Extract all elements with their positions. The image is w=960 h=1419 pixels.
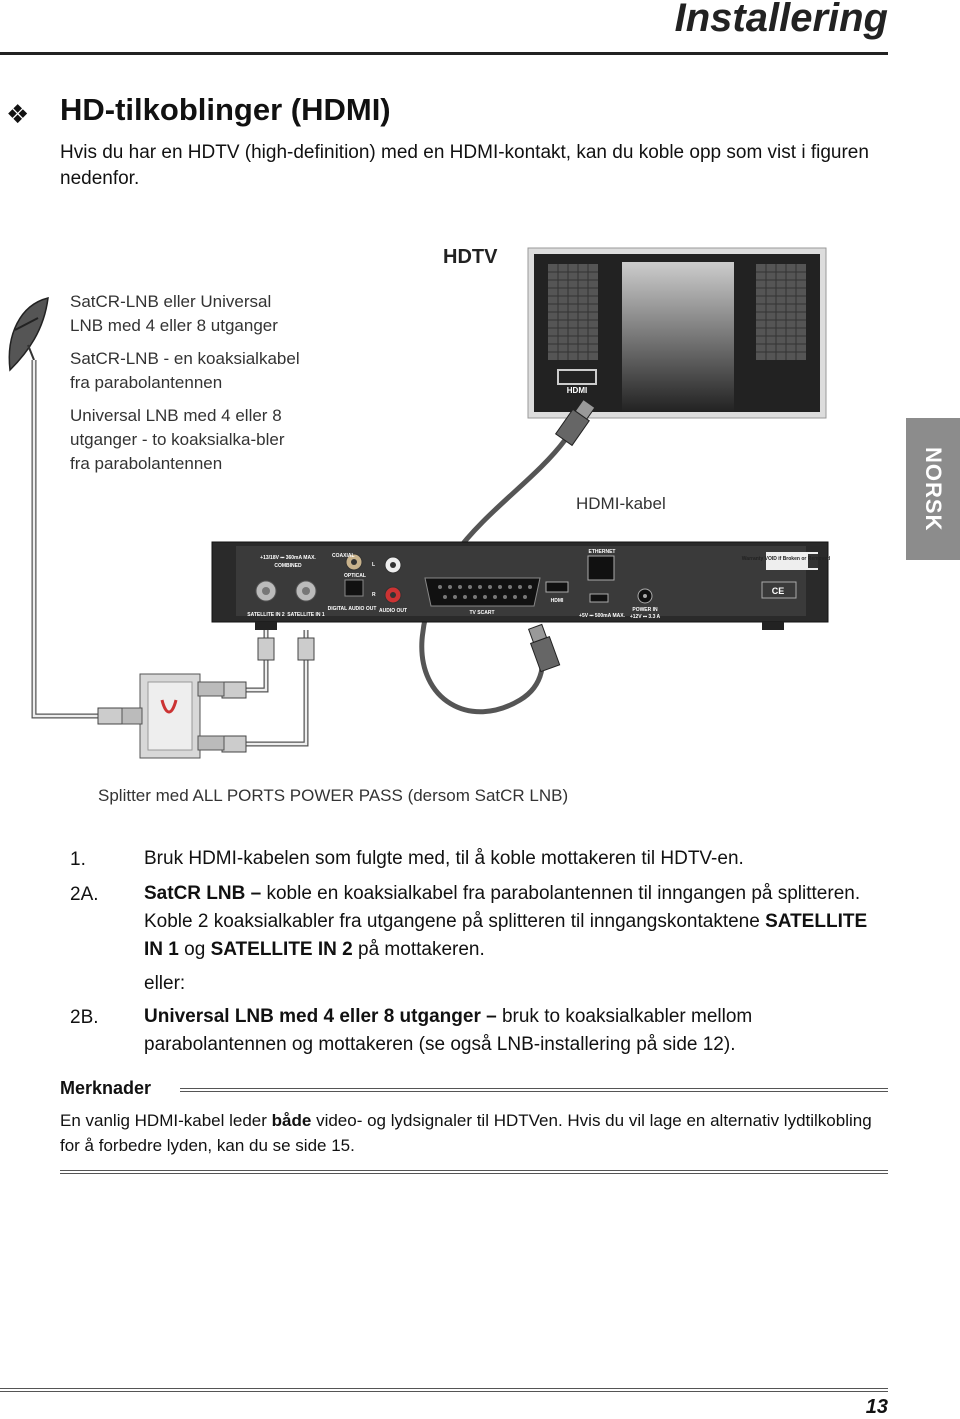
step-text: SatCR LNB – koble en koaksialkabel fra p… — [144, 880, 884, 964]
panel-hdmi: HDMI — [551, 598, 564, 604]
panel-warranty: Warranty VOID if Broken or Removed — [742, 556, 830, 562]
splitter-caption: Splitter med ALL PORTS POWER PASS (derso… — [98, 786, 569, 805]
hdmi-cable-label: HDMI-kabel — [576, 494, 666, 513]
step-1-text: Bruk HDMI-kabelen som fulgte med, til å … — [144, 848, 744, 869]
notes-bottom-rule — [60, 1170, 888, 1174]
step-2a-bold3: SATELLITE IN 2 — [210, 939, 353, 960]
step-text: Bruk HDMI-kabelen som fulgte med, til å … — [144, 845, 884, 873]
hdtv-illustration — [527, 247, 827, 419]
connection-diagram: HDMI — [8, 247, 830, 759]
hdtv-label: HDTV — [443, 246, 498, 268]
chapter-title: Installering — [674, 0, 888, 40]
step-number: 1. — [70, 849, 86, 870]
tv-hdmi-port-label: HDMI — [567, 386, 587, 395]
panel-combined: COMBINED — [274, 563, 302, 569]
page-number: 13 — [865, 1396, 888, 1418]
intro-paragraph: Hvis du har en HDTV (high-definition) me… — [60, 142, 869, 189]
step-or: eller: — [144, 973, 186, 994]
step-2a-bold2: SATELLITE IN 1 — [144, 911, 868, 960]
lnb-note: Universal LNB med 4 eller 8 utganger - t… — [70, 406, 285, 473]
step-number: 2B. — [70, 1007, 99, 1028]
step-2b-text: bruk to koaksialkabler mellom parabolant… — [144, 1006, 753, 1055]
diamond-bullet-icon: ❖ — [6, 100, 30, 130]
lnb-notes: SatCR-LNB eller Universal LNB med 4 elle… — [70, 290, 300, 485]
satellite-dish-icon — [8, 297, 49, 372]
splitter-illustration — [121, 673, 225, 759]
hdmi-plug-top-icon — [554, 398, 596, 447]
panel-coaxial: COAXIAL — [332, 553, 355, 559]
panel-usb: +5V ⎓ 500mA MAX. — [579, 613, 626, 619]
panel-ethernet: ETHERNET — [589, 549, 616, 555]
notes-rule — [180, 1088, 888, 1092]
step-text: Universal LNB med 4 eller 8 utganger – b… — [144, 1003, 884, 1059]
panel-sat-in-2: SATELLITE IN 2 — [247, 612, 285, 618]
section-title: HD-tilkoblinger (HDMI) — [60, 92, 391, 127]
step-number: 2A. — [70, 884, 99, 905]
step-2a-text3: på mottakeren. — [352, 939, 485, 960]
panel-audio-out: AUDIO OUT — [379, 608, 407, 614]
language-tab-label: NORSK — [921, 446, 946, 532]
step-2b-bold: Universal LNB med 4 eller 8 utganger – — [144, 1006, 497, 1027]
notes-heading: Merknader — [60, 1078, 152, 1098]
step-2a-bold: SatCR LNB – — [144, 883, 262, 904]
notes-text-bold: både — [271, 1111, 312, 1130]
step-2a-text: koble en koaksialkabel fra parabolantenn… — [144, 883, 861, 932]
notes-text: En vanlig HDMI-kabel leder både video- o… — [60, 1108, 890, 1158]
panel-r: R — [372, 592, 376, 598]
lnb-note: SatCR-LNB eller Universal LNB med 4 elle… — [70, 292, 278, 335]
footer-rule — [0, 1388, 888, 1392]
panel-tv-scart: TV SCART — [470, 610, 495, 616]
panel-sat-in-1: SATELLITE IN 1 — [287, 612, 325, 618]
coax-plug-icon — [97, 637, 315, 753]
step-2a-text2: og — [178, 939, 211, 960]
language-tab — [906, 418, 960, 560]
panel-lnb-power: +13/18V ⎓ 360mA MAX. — [260, 555, 316, 561]
panel-power-in: POWER IN — [632, 607, 658, 613]
notes-text-1: En vanlig HDMI-kabel leder — [60, 1111, 272, 1130]
header-rule — [0, 52, 888, 55]
lnb-note: SatCR-LNB - en koaksialkabel fra parabol… — [70, 349, 300, 392]
panel-digital-audio-out: DIGITAL AUDIO OUT — [328, 606, 377, 612]
panel-l: L — [372, 562, 375, 568]
panel-power-rating: +12V ⎓ 3.3 A — [630, 614, 661, 620]
notes-text-2: video- og lydsignaler til HDTVen. Hvis d… — [60, 1111, 872, 1155]
receiver-rear-panel — [211, 541, 829, 630]
panel-optical: OPTICAL — [344, 573, 366, 579]
panel-ce: CE — [772, 586, 785, 596]
hdmi-plug-bottom-icon — [527, 623, 561, 673]
